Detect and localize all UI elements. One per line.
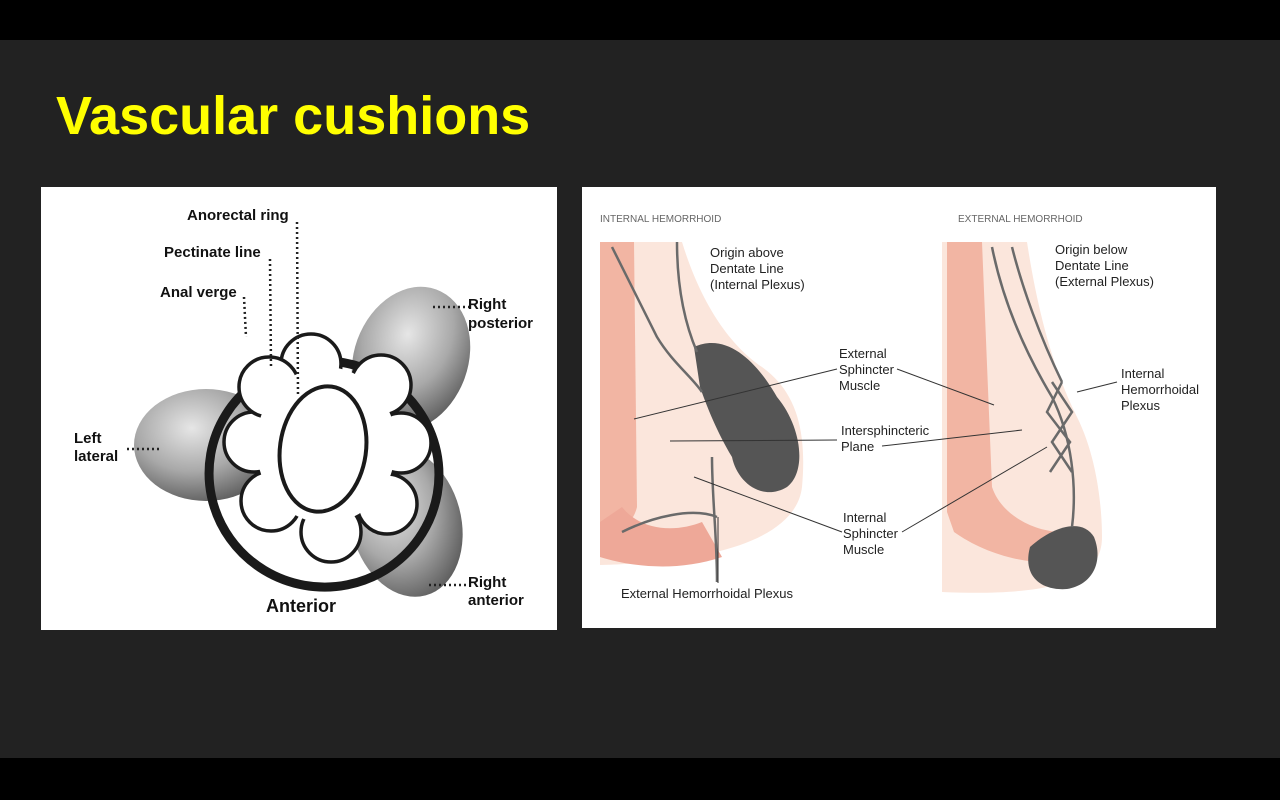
right-leader-lines — [633, 368, 1118, 583]
internal-plexus-line2: Hemorrhoidal — [1121, 382, 1199, 397]
hemorrhoid-types-svg: INTERNAL HEMORRHOID EXTERNAL HEMORRHOID … — [600, 214, 1199, 601]
external-plexus-mass — [1028, 526, 1098, 590]
origin-above-line3: (Internal Plexus) — [710, 277, 805, 292]
external-hemorrhoid-section — [942, 242, 1102, 593]
right-anterior-label-line2: anterior — [468, 592, 524, 609]
left-lateral-label-line2: lateral — [74, 448, 118, 465]
origin-above-line1: Origin above — [710, 245, 784, 260]
external-hemorrhoid-header: EXTERNAL HEMORRHOID — [958, 214, 1083, 225]
intersphincteric-line2: Plane — [841, 439, 874, 454]
slide-title: Vascular cushions — [56, 86, 531, 146]
right-anterior-label-line1: Right — [468, 574, 506, 591]
anal-cushions-svg: Anorectal ring Pectinate line Anal verge… — [74, 207, 533, 616]
origin-above-line2: Dentate Line — [710, 261, 784, 276]
pectinate-center-fill — [256, 367, 396, 523]
anorectal-ring-inner — [277, 384, 369, 514]
pectinate-line-label: Pectinate line — [164, 244, 261, 261]
anterior-label: Anterior — [266, 596, 336, 616]
anorectal-ring-label: Anorectal ring — [187, 207, 289, 224]
leader-lines — [127, 221, 469, 587]
internal-plexus-line1: Internal — [1121, 366, 1164, 381]
anal-verge-ring — [204, 356, 444, 592]
internal-hemorrhoid-header: INTERNAL HEMORRHOID — [600, 214, 721, 225]
anal-verge-label: Anal verge — [160, 284, 237, 301]
right-posterior-label-line2: posterior — [468, 315, 533, 332]
internal-plexus-mass — [694, 343, 800, 493]
internal-sphincter-line3: Muscle — [843, 542, 884, 557]
internal-hemorrhoid-section — [600, 241, 804, 583]
origin-below-line3: (External Plexus) — [1055, 274, 1154, 289]
intersphincteric-line1: Intersphincteric — [841, 423, 930, 438]
origin-below-line1: Origin below — [1055, 242, 1128, 257]
internal-sphincter-line2: Sphincter — [843, 526, 899, 541]
anal-cushions-diagram: Anorectal ring Pectinate line Anal verge… — [41, 187, 557, 630]
origin-below-line2: Dentate Line — [1055, 258, 1129, 273]
hemorrhoid-types-diagram: INTERNAL HEMORRHOID EXTERNAL HEMORRHOID … — [582, 187, 1216, 628]
internal-plexus-line3: Plexus — [1121, 398, 1161, 413]
internal-sphincter-line1: Internal — [843, 510, 886, 525]
external-sphincter-line1: External — [839, 346, 887, 361]
left-lateral-label-line1: Left — [74, 430, 102, 447]
external-sphincter-line2: Sphincter — [839, 362, 895, 377]
external-sphincter-line3: Muscle — [839, 378, 880, 393]
right-posterior-label-line1: Right — [468, 296, 506, 313]
external-plexus-label: External Hemorrhoidal Plexus — [621, 586, 793, 601]
